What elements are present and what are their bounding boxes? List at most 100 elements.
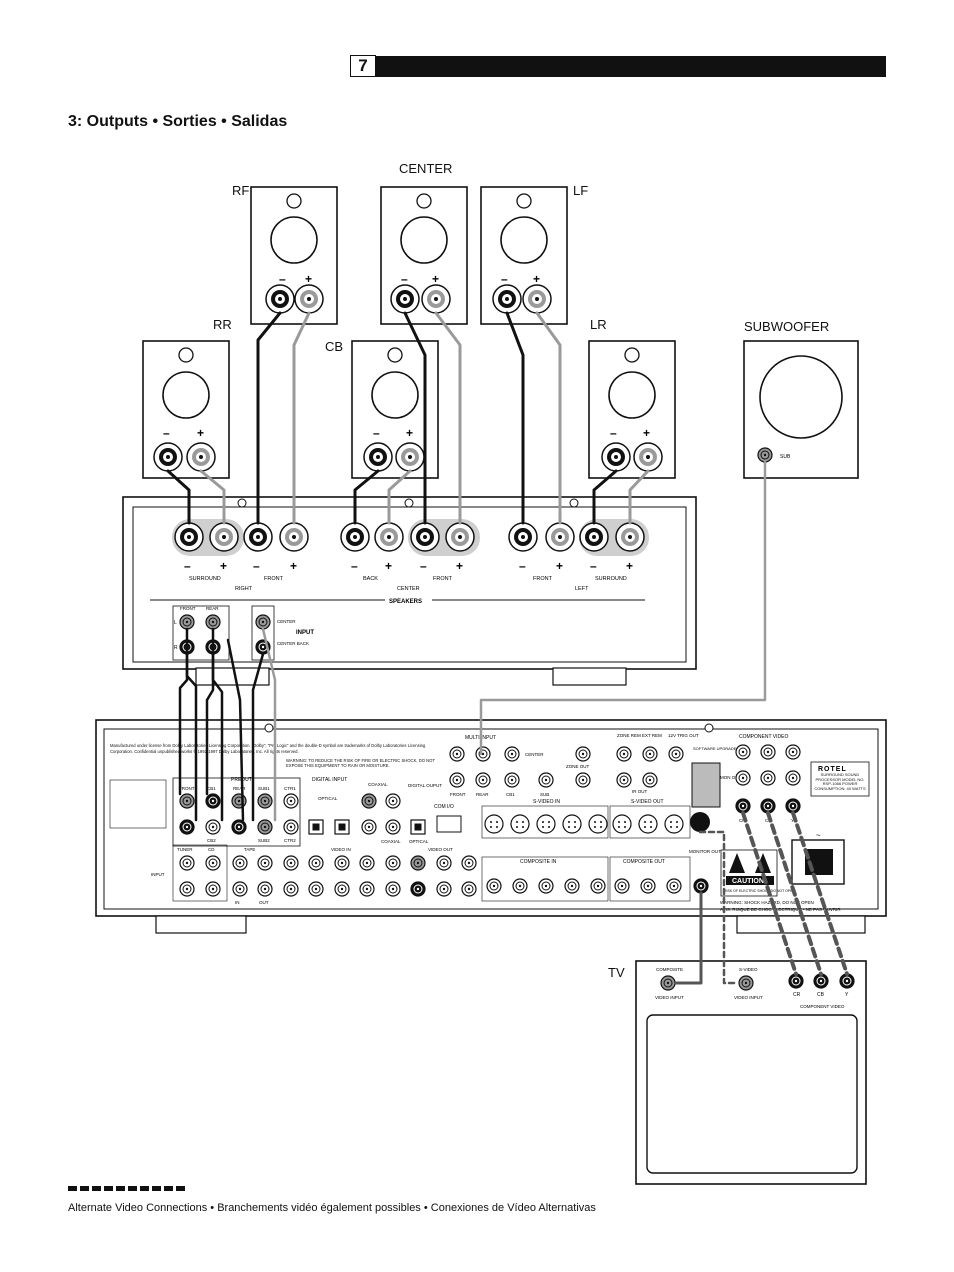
svg-text:–: – <box>590 559 597 573</box>
svg-text:+: + <box>305 272 312 286</box>
svg-text:SURROUND: SURROUND <box>189 576 221 582</box>
subwoofer: SUB <box>743 340 859 479</box>
svg-text:INPUT: INPUT <box>296 630 314 636</box>
label-center: CENTER <box>399 161 453 176</box>
svg-text:+: + <box>406 426 413 440</box>
svg-text:SUB: SUB <box>780 454 791 460</box>
svg-text:CTR1: CTR1 <box>284 786 296 791</box>
svg-text:SUB2: SUB2 <box>258 838 270 843</box>
svg-text:TAPE: TAPE <box>244 847 255 852</box>
svg-text:SURROUND: SURROUND <box>595 576 627 582</box>
svg-text:+: + <box>456 559 463 573</box>
svg-text:COAXIAL: COAXIAL <box>381 839 401 844</box>
svg-text:CENTER: CENTER <box>277 619 296 624</box>
svg-text:WARNING: SHOCK HAZARD, DO NOT: WARNING: SHOCK HAZARD, DO NOT OPEN <box>720 900 814 905</box>
svg-text:–: – <box>401 272 408 286</box>
svg-text:VIDEO INPUT: VIDEO INPUT <box>655 995 684 1000</box>
svg-text:CR: CR <box>739 818 746 823</box>
svg-text:CTR2: CTR2 <box>284 838 296 843</box>
svg-text:Y: Y <box>845 992 849 998</box>
svg-text:IN: IN <box>235 900 240 905</box>
svg-text:CB: CB <box>817 992 825 998</box>
svg-text:–: – <box>351 559 358 573</box>
svg-text:SOFTWARE UPGRADEABLE: SOFTWARE UPGRADEABLE <box>693 746 747 751</box>
svg-text:+: + <box>220 559 227 573</box>
svg-text:DIGITAL INPUT: DIGITAL INPUT <box>312 777 347 783</box>
svg-text:+: + <box>385 559 392 573</box>
power-amplifier: –+ –+ –+ –+ –+ –+ SURROUND FRONT BACK FR… <box>122 496 697 686</box>
svg-text:COMPOSITE: COMPOSITE <box>656 967 683 972</box>
svg-text:–: – <box>519 559 526 573</box>
label-subwoofer: SUBWOOFER <box>744 319 830 334</box>
svg-text:VIDEO INPUT: VIDEO INPUT <box>734 995 763 1000</box>
svg-text:ZONE OUT: ZONE OUT <box>566 764 590 769</box>
label-lr: LR <box>590 317 607 332</box>
svg-text:CR: CR <box>793 992 801 998</box>
svg-text:+: + <box>626 559 633 573</box>
svg-text:~: ~ <box>816 831 821 840</box>
svg-text:+: + <box>432 272 439 286</box>
svg-text:FRONT: FRONT <box>450 792 466 797</box>
svg-text:Y: Y <box>791 818 794 823</box>
svg-text:+: + <box>197 426 204 440</box>
svg-text:S-VIDEO OUT: S-VIDEO OUT <box>631 799 664 805</box>
speaker-lf: – + <box>480 186 568 325</box>
svg-text:COM I/O: COM I/O <box>434 804 454 810</box>
svg-text:CD: CD <box>208 847 215 852</box>
svg-text:OUT: OUT <box>259 900 269 905</box>
svg-text:CB2: CB2 <box>207 838 216 843</box>
svg-text:ROTEL: ROTEL <box>818 766 847 773</box>
svg-text:COMPONENT VIDEO: COMPONENT VIDEO <box>800 1004 845 1009</box>
svg-text:+: + <box>290 559 297 573</box>
svg-text:COAXIAL: COAXIAL <box>368 782 388 787</box>
page-number: 7 <box>350 55 376 77</box>
svg-text:SUB1: SUB1 <box>258 786 270 791</box>
svg-text:–: – <box>610 426 617 440</box>
svg-text:AVIS: RISQUE DE CHOC ELECTRIQU: AVIS: RISQUE DE CHOC ELECTRIQUE - NE PAS… <box>720 907 841 912</box>
svg-text:S-VIDEO IN: S-VIDEO IN <box>533 799 560 805</box>
surround-processor: Manufactured under license from Dolby La… <box>95 719 887 934</box>
svg-text:LEFT: LEFT <box>575 586 589 592</box>
footnote: Alternate Video Connections • Branchemen… <box>68 1202 596 1214</box>
svg-text:COMPOSITE OUT: COMPOSITE OUT <box>623 859 665 865</box>
label-rf: RF <box>232 183 250 198</box>
svg-text:–: – <box>163 426 170 440</box>
svg-text:CENTER: CENTER <box>525 752 544 757</box>
svg-text:12V TRIG OUT: 12V TRIG OUT <box>668 733 699 738</box>
svg-text:+: + <box>556 559 563 573</box>
svg-text:RIGHT: RIGHT <box>235 586 253 592</box>
svg-text:CENTER BACK: CENTER BACK <box>277 641 309 646</box>
svg-text:INPUT: INPUT <box>151 872 165 877</box>
speaker-wires <box>166 311 849 985</box>
svg-text:CB1: CB1 <box>506 792 515 797</box>
svg-text:DIGITAL OUPUT: DIGITAL OUPUT <box>408 783 442 788</box>
svg-text:TUNER: TUNER <box>177 847 193 852</box>
footer-dash-rule <box>68 1186 186 1191</box>
svg-text:REAR: REAR <box>206 606 219 611</box>
header-bar <box>350 56 886 77</box>
svg-text:ZONE REM: ZONE REM <box>617 733 641 738</box>
television: COMPOSITE VIDEO INPUT S-VIDEO VIDEO INPU… <box>635 960 867 1185</box>
svg-text:IR OUT: IR OUT <box>632 789 648 794</box>
speaker-center: – + <box>380 186 468 325</box>
svg-text:COMPOSITE IN: COMPOSITE IN <box>520 859 557 865</box>
svg-text:BACK: BACK <box>363 576 378 582</box>
svg-text:+: + <box>533 272 540 286</box>
section-title: 3: Outputs • Sorties • Salidas <box>68 113 288 130</box>
svg-text:CENTER: CENTER <box>397 586 420 592</box>
label-lf: LF <box>573 183 589 198</box>
svg-text:FRONT: FRONT <box>433 576 453 582</box>
svg-text:FRONT: FRONT <box>180 606 196 611</box>
svg-text:FRONT: FRONT <box>533 576 553 582</box>
svg-text:MON OUT: MON OUT <box>720 775 741 780</box>
svg-text:CB1: CB1 <box>207 786 216 791</box>
svg-text:VIDEO OUT: VIDEO OUT <box>428 847 453 852</box>
svg-text:+: + <box>643 426 650 440</box>
svg-text:–: – <box>420 559 427 573</box>
svg-text:–: – <box>253 559 260 573</box>
svg-text:–: – <box>373 426 380 440</box>
svg-text:REAR: REAR <box>233 786 246 791</box>
svg-text:L: L <box>174 620 177 626</box>
svg-text:R: R <box>174 645 178 651</box>
